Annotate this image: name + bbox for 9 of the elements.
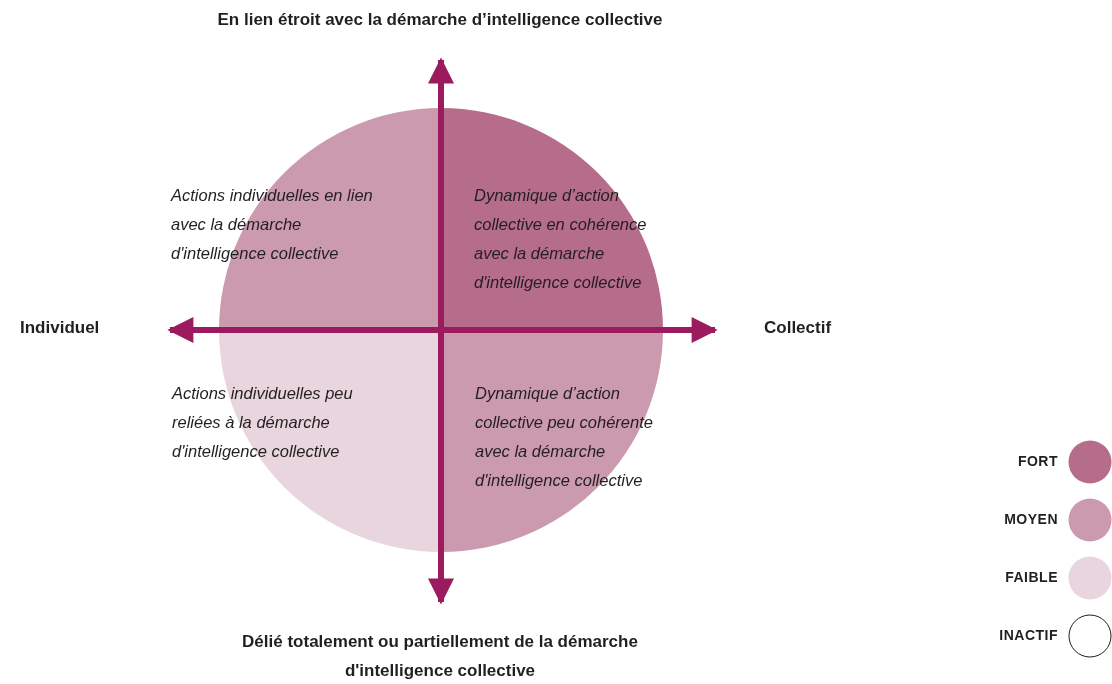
axis-label: Collectif [764, 318, 833, 338]
axis-label: Individuel [20, 318, 101, 338]
legend-label: FORT [1016, 453, 1058, 469]
axis-title: En lien étroit avec la démarche d’intelligence collective [216, 10, 664, 30]
quadrant-text: Actions individuelles peu reliées à la démarche d'intelligence collective [172, 383, 354, 462]
legend-label: INACTIF [998, 627, 1058, 643]
legend-label: FAIBLE [1004, 569, 1058, 585]
axis-label: Délié totalement ou partiellement de la démarche d'intelligence collective [241, 631, 639, 682]
legend-label: MOYEN [1003, 511, 1058, 527]
